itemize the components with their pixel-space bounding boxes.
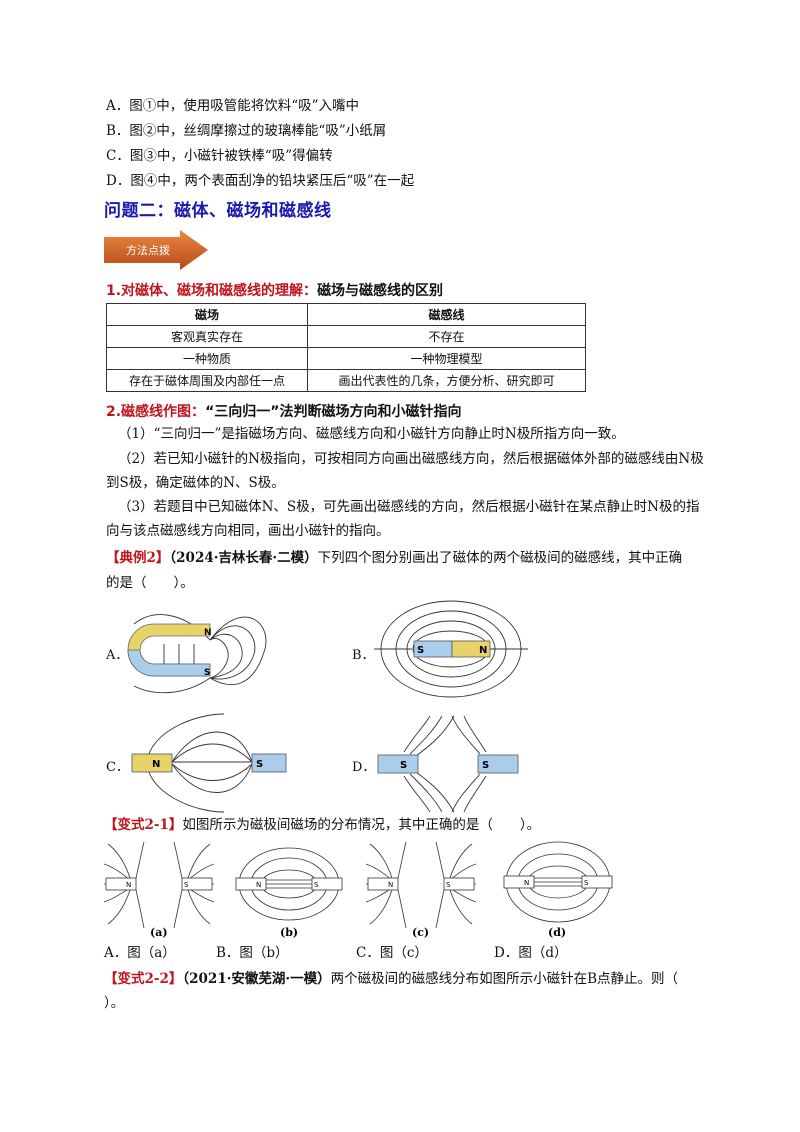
pole-s: S — [204, 668, 210, 678]
paragraph: （3）若题目中已知磁体N、S极，可先画出磁感线的方向，然后根据小磁针在某点静止时… — [118, 499, 700, 515]
option-b: B．图②中，丝绸摩擦过的玻璃棒能“吸”小纸屑 — [106, 123, 387, 139]
pole-s: S — [314, 881, 319, 889]
figure-a-label: A． — [106, 648, 129, 663]
caption-b: (b) — [280, 926, 298, 938]
variant2-text: 两个磁极间的磁感线分布如图所示小磁针在B点静止。则（ — [330, 971, 679, 987]
example2-text: 下列四个图分别画出了磁体的两个磁极间的磁感线，其中正确 — [317, 550, 683, 566]
variant2-line1: 【变式2-2】（2021·安徽芜湖·一模）两个磁极间的磁感线分布如图所示小磁针在… — [104, 970, 678, 988]
choice-c: C．图（c） — [356, 945, 428, 961]
choice-a: A．图（a） — [104, 945, 176, 961]
badge-label: 方法点拨 — [126, 244, 170, 257]
variant2-tag: 【变式2-2】 — [104, 971, 183, 987]
pole-n: N — [479, 645, 487, 656]
pole-n: N — [524, 879, 529, 887]
figure-variant-b: N S (b) — [235, 847, 343, 938]
choice-d: D．图（d） — [494, 945, 568, 961]
table-header-row: 磁场 磁感线 — [105, 303, 586, 326]
example2-line2: 的是（ ）。 — [106, 575, 194, 591]
paragraph: （1）“三向归一”是指磁场方向、磁感线方向和小磁针方向静止时N极所指方向一致。 — [118, 426, 625, 442]
figure-b-label: B． — [352, 648, 375, 663]
paragraph: （2）若已知小磁针的N极指向，可按相同方向画出磁感线方向，然后根据磁体外部的磁感… — [118, 451, 704, 467]
figure-d-repel-diagram: S S — [377, 715, 519, 813]
pole-s: S — [256, 759, 263, 770]
caption-d: (d) — [548, 926, 566, 938]
table-row: 客观真实存在 不存在 — [105, 325, 586, 348]
option-c: C．图③中，小磁针被铁棒“吸”得偏转 — [106, 148, 333, 164]
variant1-tag: 【变式2-1】 — [104, 817, 183, 833]
comparison-table: 磁场 磁感线 客观真实存在 不存在 一种物质 一种物理模型 存在于磁体周围及内部… — [105, 303, 586, 392]
choice-b: B．图（b） — [216, 945, 289, 961]
variant1-text: 如图所示为磁极间磁场的分布情况，其中正确的是（ ）。 — [182, 817, 541, 833]
variant2-line2: ）。 — [104, 995, 125, 1011]
pole-s: S — [417, 645, 424, 656]
figure-c-label: C． — [106, 760, 129, 775]
figure-b-bar-magnet-diagram: S N — [374, 600, 528, 698]
pole-s: S — [184, 881, 189, 889]
pole-n: N — [256, 881, 261, 889]
pole-n: N — [388, 881, 393, 889]
example2-source: （2024·吉林长春·二模） — [169, 550, 318, 566]
paragraph: 到S极，确定磁体的N、S极。 — [106, 475, 285, 491]
table-row: 存在于磁体周围及内部任一点 画出代表性的几条，方便分析、研究即可 — [105, 369, 586, 392]
pole-s: S — [482, 760, 489, 771]
table-cell: 客观真实存在 — [105, 325, 309, 348]
table-header: 磁感线 — [307, 303, 586, 326]
point1-heading: 1.对磁体、磁场和磁感线的理解：磁场与磁感线的区别 — [106, 280, 443, 300]
figure-a-horseshoe-diagram: N S — [127, 614, 267, 694]
pole-s: S — [446, 881, 451, 889]
pole-n: N — [126, 881, 131, 889]
point1-rest: 磁场与磁感线的区别 — [317, 283, 444, 299]
section-title: 问题二：磁体、磁场和磁感线 — [104, 201, 332, 221]
variant2-source: （2021·安徽芜湖·一模） — [182, 971, 331, 987]
table-header: 磁场 — [105, 303, 309, 326]
caption-c: (c) — [412, 926, 429, 938]
option-d: D．图④中，两个表面刮净的铅块紧压后“吸”在一起 — [106, 173, 415, 189]
table-cell: 不存在 — [307, 325, 586, 348]
table-cell: 一种物理模型 — [307, 347, 586, 370]
variant1-line: 【变式2-1】如图所示为磁极间磁场的分布情况，其中正确的是（ ）。 — [104, 816, 540, 834]
pole-s: S — [400, 760, 407, 771]
example2-tag: 【典例2】 — [106, 550, 170, 566]
figure-variant-c: N S (c) — [366, 841, 476, 938]
option-a: A．图①中，使用吸管能将饮料“吸”入嘴中 — [106, 98, 360, 114]
point1-label: 1.对磁体、磁场和磁感线的理解： — [106, 283, 318, 299]
figure-variant-d: N S (d) — [503, 841, 613, 938]
point2-rest: “三向归一”法判断磁场方向和小磁针指向 — [205, 404, 462, 420]
paragraph: 向与该点磁感线方向相同，画出小磁针的指向。 — [106, 523, 390, 539]
caption-a: (a) — [150, 926, 168, 938]
table-cell: 画出代表性的几条，方便分析、研究即可 — [307, 369, 586, 392]
point2-label: 2.磁感线作图： — [106, 404, 206, 420]
figure-d-label: D． — [352, 760, 376, 775]
badge-arrow-icon — [104, 230, 208, 270]
point2-heading: 2.磁感线作图：“三向归一”法判断磁场方向和小磁针指向 — [106, 401, 461, 421]
method-badge: 方法点拨 — [104, 230, 210, 270]
table-cell: 一种物质 — [105, 347, 309, 370]
pole-n: N — [152, 759, 160, 770]
table-cell: 存在于磁体周围及内部任一点 — [105, 369, 309, 392]
figure-c-attract-diagram: N S — [131, 713, 287, 813]
example2-line1: 【典例2】（2024·吉林长春·二模）下列四个图分别画出了磁体的两个磁极间的磁感… — [106, 549, 682, 567]
figure-variant-a: N S (a) — [104, 841, 214, 938]
table-row: 一种物质 一种物理模型 — [105, 347, 586, 370]
pole-n: N — [204, 628, 212, 638]
pole-s: S — [584, 879, 589, 887]
